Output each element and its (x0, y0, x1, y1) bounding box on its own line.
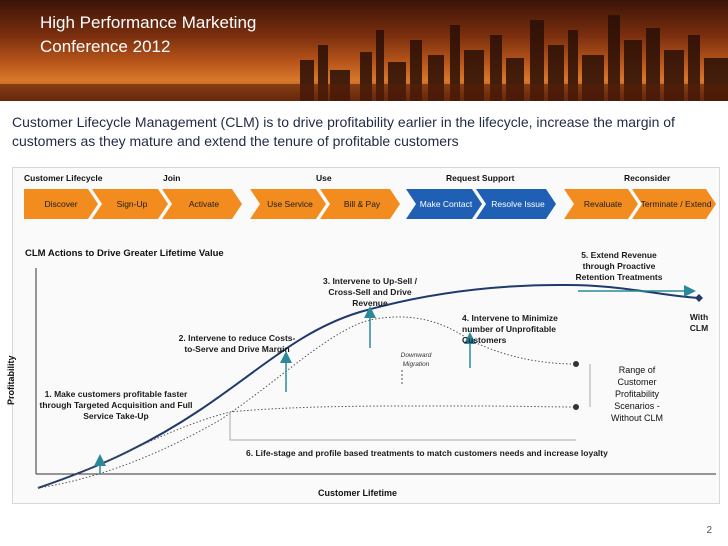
y-axis-label: Profitability (6, 355, 16, 405)
step-sign-up: Sign-Up (92, 189, 168, 219)
step-bill-pay: Bill & Pay (320, 189, 400, 219)
downward-migration-label: Downward Migration (400, 352, 432, 368)
page-number: 2 (706, 525, 712, 536)
step-discover: Discover (24, 189, 98, 219)
action-4-label: 4. Intervene to Minimize number of Unpro… (462, 313, 558, 345)
loyalty-bracket (229, 412, 576, 441)
range-marker-bottom (573, 404, 579, 410)
action-2-label: 2. Intervene to reduce Costs-to-Serve an… (178, 333, 296, 354)
with-clm-end-marker (695, 294, 703, 302)
step-revaluate: Revaluate (564, 189, 638, 219)
range-marker-top (573, 361, 579, 367)
without-clm-lower-curve (37, 405, 576, 489)
step-terminate-extend: Terminate / Extend (632, 189, 716, 219)
action-1-label: 1. Make customers profitable faster thro… (39, 389, 193, 421)
range-scenarios-label: Range of Customer Profitability Scenario… (610, 365, 663, 423)
chart-title: CLM Actions to Drive Greater Lifetime Va… (25, 248, 224, 259)
stage-reconsider: Reconsider (624, 173, 671, 183)
diagram-panel (12, 167, 720, 504)
step-use-service: Use Service (250, 189, 326, 219)
banner-title: High Performance Marketing (40, 13, 257, 32)
with-clm-curve (37, 283, 701, 489)
action-6-label: 6. Life-stage and profile based treatmen… (246, 448, 608, 458)
step-make-contact: Make Contact (406, 189, 482, 219)
banner-subtitle: Conference 2012 (40, 37, 171, 56)
stage-use: Use (316, 173, 332, 183)
city-skyline-image (0, 15, 728, 101)
step-resolve-issue: Resolve Issue (476, 189, 556, 219)
with-clm-label: With CLM (689, 312, 709, 333)
action-5-label: 5. Extend Revenue through Proactive Rete… (575, 250, 663, 282)
stage-request-support: Request Support (446, 173, 515, 183)
customer-lifecycle-label: Customer Lifecycle (24, 173, 103, 183)
x-axis-label: Customer Lifetime (318, 488, 398, 498)
stage-join: Join (163, 173, 181, 183)
header-banner: High Performance Marketing Conference 20… (0, 0, 728, 101)
action-3-label: 3. Intervene to Up-Sell / Cross-Sell and… (323, 276, 417, 308)
page-headline: Customer Lifecycle Management (CLM) is t… (12, 114, 675, 149)
step-activate: Activate (162, 189, 242, 219)
